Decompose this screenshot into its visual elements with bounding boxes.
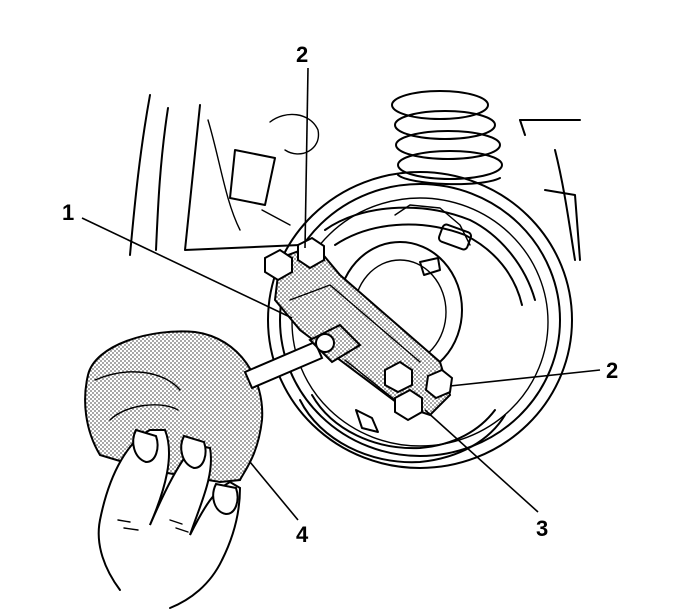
callout-2-right: 2: [606, 358, 618, 383]
tool-shaft: [243, 340, 324, 390]
callout-3: 3: [536, 516, 548, 541]
hand: [84, 330, 264, 609]
brake-shoes: [299, 204, 536, 464]
backing-plate: [267, 171, 573, 469]
callout-2-top: 2: [296, 42, 308, 67]
fixture-bar: [273, 243, 452, 417]
coil-spring: [391, 90, 503, 186]
fixture-nut-lower: [384, 360, 454, 422]
suspension-knuckle: [129, 94, 320, 256]
callout-1: 1: [62, 200, 74, 225]
callout-4: 4: [296, 522, 309, 547]
frame-right: [519, 119, 581, 261]
leader-lines: [81, 67, 601, 521]
